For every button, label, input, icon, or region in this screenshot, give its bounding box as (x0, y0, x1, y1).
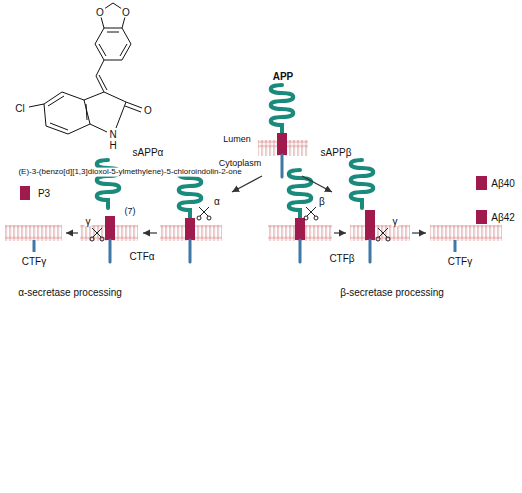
fragment-label: CTFγ (447, 256, 473, 267)
region-label: Cytoplasm (218, 159, 263, 169)
enzyme-label: γ (392, 216, 399, 227)
atom-label: O (143, 105, 153, 116)
membrane (5, 140, 502, 241)
fragment-label: CTFα (128, 251, 155, 262)
peptide-label: Aβ40 (490, 178, 516, 189)
atom-label: O (95, 7, 105, 18)
pathway-label: α-secretase processing (17, 287, 123, 298)
fragment-label: CTFγ (21, 256, 47, 267)
atom-label: Cl (14, 103, 25, 114)
compound-name: (E)-3-(benzo[d][1,3]dioxol-5-ylmethylene… (17, 168, 242, 177)
enzyme-label: α (213, 196, 221, 207)
fragment-label: sAPPβ (320, 147, 353, 158)
region-label: Lumen (222, 135, 252, 145)
scissors (90, 207, 390, 241)
atom-label: H (108, 140, 117, 151)
process-arrow (66, 176, 426, 233)
fragment-label: CTFβ (328, 253, 355, 264)
pathway-label: β-secretase processing (339, 287, 445, 298)
enzyme-label: β (318, 196, 326, 207)
peptide-label: Aβ42 (490, 212, 516, 223)
protein-label: APP (272, 71, 295, 82)
structure-bonds (29, 3, 142, 134)
fragment-label: sAPPα (132, 147, 165, 158)
atom-label: O (121, 7, 131, 18)
peptide-label: P3 (37, 188, 51, 199)
compound-number: (7) (124, 207, 137, 217)
atom-label: N (108, 129, 117, 140)
enzyme-label: γ (85, 216, 92, 227)
